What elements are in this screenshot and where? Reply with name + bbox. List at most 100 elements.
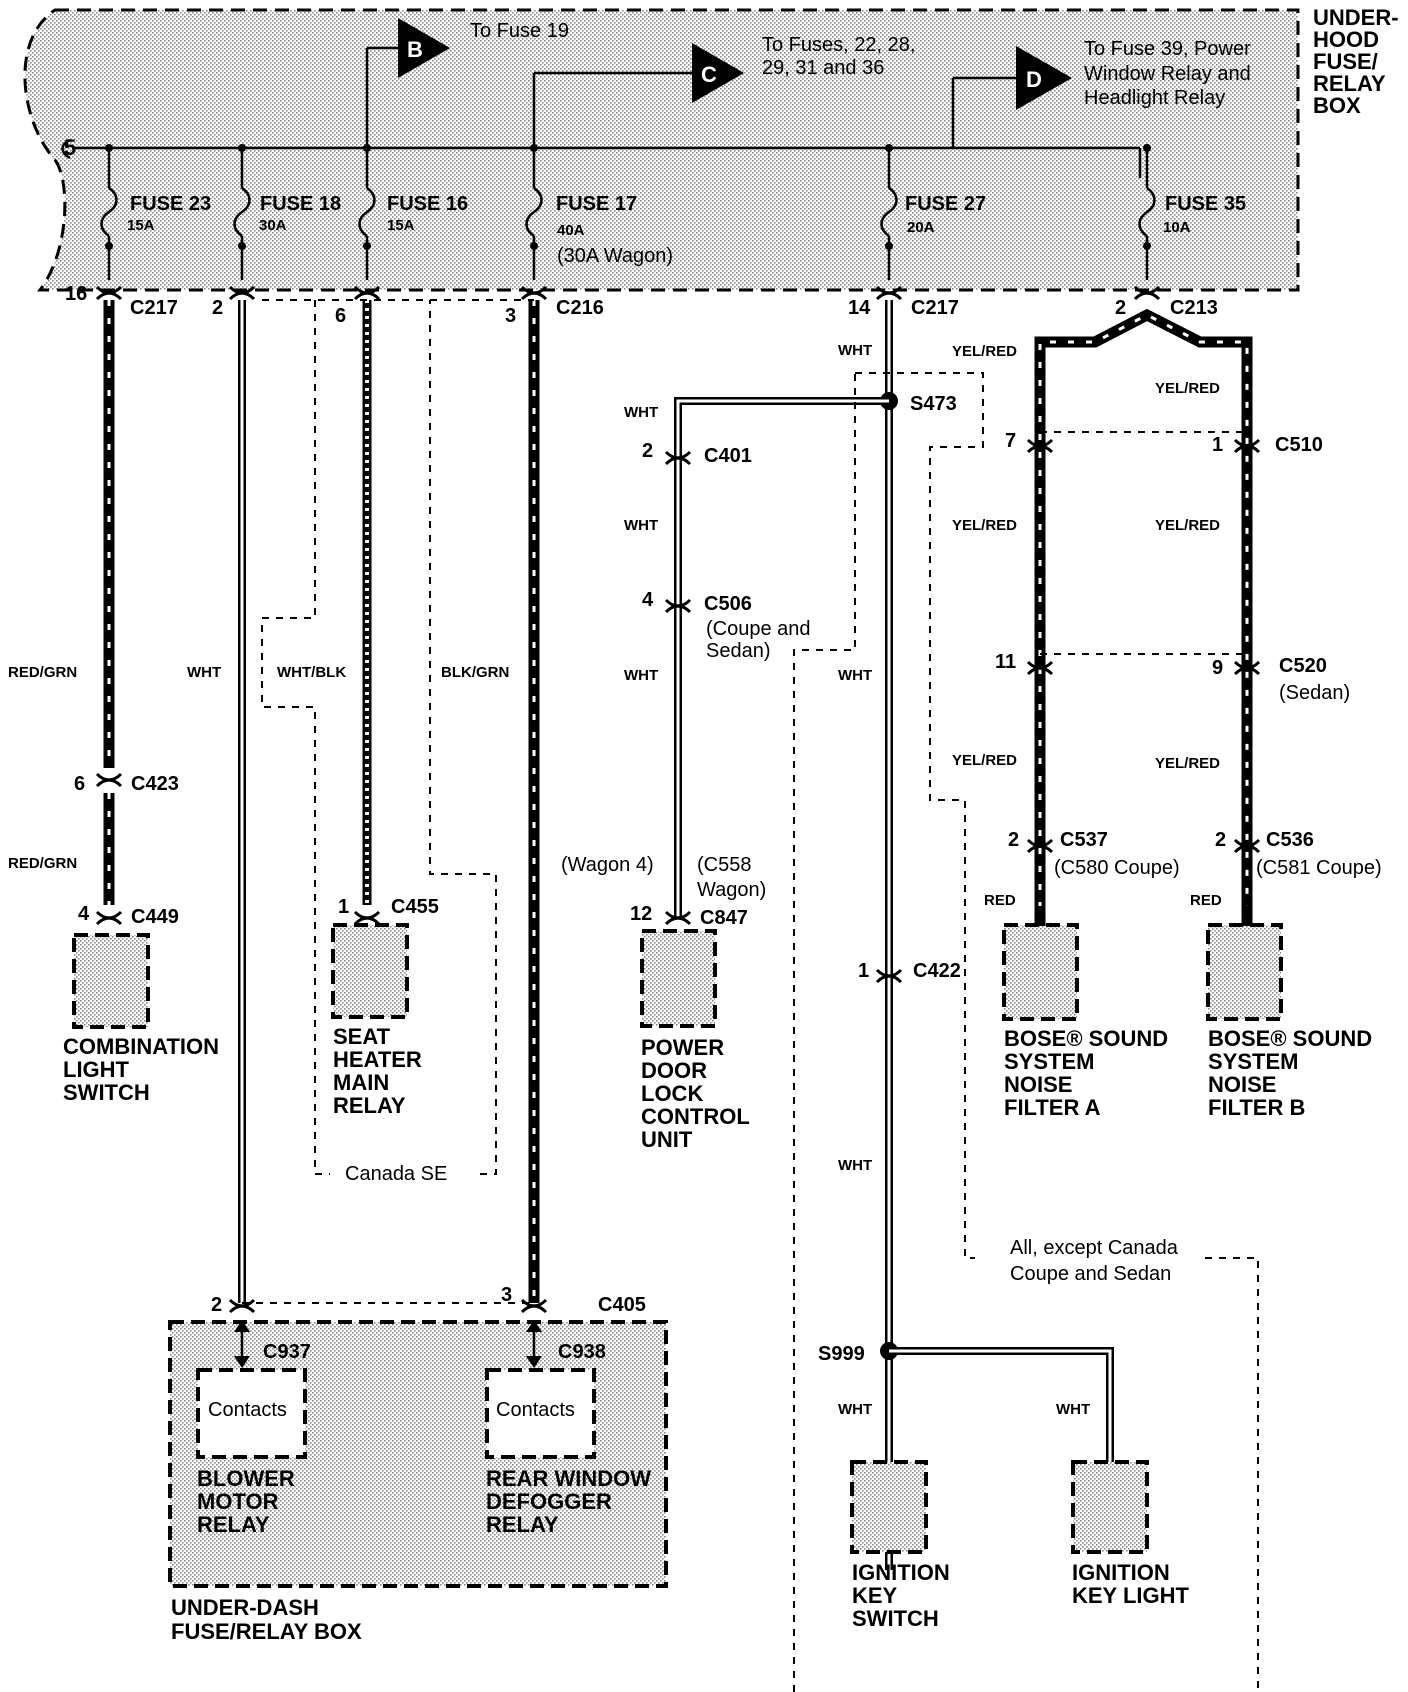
pin-6-c423: 6: [74, 773, 85, 795]
connector-cup-13: [875, 968, 903, 984]
connector-cup-16: [1026, 660, 1054, 676]
fuse-27-label: FUSE 27: [905, 193, 986, 215]
connector-c401: C401: [704, 445, 752, 467]
underhood-fuse-box: [23, 8, 1300, 292]
connector-c217-right: C217: [911, 297, 959, 319]
svg-text:B: B: [407, 37, 423, 62]
connector-cup-10: [664, 450, 692, 466]
fuse-23-rating: 15A: [127, 217, 155, 234]
fuse-symbol-2: [233, 144, 251, 280]
wire-color-wht-5: WHT: [838, 1401, 872, 1418]
wire-color-red-grn-1: RED/GRN: [8, 664, 77, 681]
svg-text:D: D: [1026, 67, 1042, 92]
connector-c455: C455: [391, 896, 439, 918]
wire-color-wht-6: WHT: [624, 404, 658, 421]
connector-cup-20: [228, 1298, 256, 1314]
pin-16: 16: [65, 283, 87, 305]
pin-2-c217: 2: [212, 297, 223, 319]
svg-text:C: C: [701, 62, 717, 87]
wire-color-yel-red-3: YEL/RED: [952, 517, 1017, 534]
connector-cup-12: [664, 910, 692, 926]
fuse-17-rating: 40A: [557, 222, 585, 239]
pin-2-c537: 2: [1008, 829, 1019, 851]
connector-cup-9: [353, 910, 381, 926]
wire-color-wht-4: WHT: [838, 1157, 872, 1174]
connector-c520: C520: [1279, 655, 1327, 677]
splice-s999-label: S999: [818, 1343, 865, 1365]
fuse-symbol-1: [100, 144, 118, 280]
connector-c449: C449: [131, 906, 179, 928]
connector-c520-note: (Sedan): [1279, 682, 1350, 704]
bose-filter-a-box: [1002, 923, 1079, 1021]
pin-11-c520: 11: [995, 651, 1016, 673]
connector-cup-18: [1026, 838, 1054, 854]
connector-cup-17: [1233, 660, 1261, 676]
pin-12-c847: 12: [630, 903, 652, 925]
wire-color-red-1: RED: [984, 892, 1016, 909]
wire-color-red-2: RED: [1190, 892, 1222, 909]
connector-c847: C847: [700, 907, 748, 929]
blower-contacts-box: [196, 1368, 307, 1459]
svg-text:To Fuse 19: To Fuse 19: [470, 20, 569, 42]
connector-c423: C423: [131, 773, 179, 795]
connector-c510: C510: [1275, 434, 1323, 456]
wire-color-blk-grn: BLK/GRN: [441, 664, 509, 681]
wire-color-wht-blk: WHT/BLK: [277, 664, 346, 681]
fuse-group: [100, 144, 1156, 280]
splice-s473-label: S473: [910, 393, 957, 415]
canada-se-region: [261, 300, 497, 1175]
connector-cup-14: [1026, 438, 1054, 454]
svg-text:To Fuses, 22, 28,29, 31 and 36: To Fuses, 22, 28,29, 31 and 36: [762, 34, 915, 79]
connector-c216: C216: [556, 297, 604, 319]
fuse-18-rating: 30A: [259, 217, 287, 234]
c938-arrow: [526, 1320, 542, 1368]
ignition-key-switch-box: [850, 1460, 928, 1554]
fuse-symbol-5: [880, 144, 898, 280]
pin-3-c216: 3: [505, 305, 516, 327]
connector-cup-3: [353, 285, 381, 301]
connector-c937: C937: [263, 1341, 311, 1363]
wire-color-wht-9: WHT: [1056, 1401, 1090, 1418]
fuse-23-label: FUSE 23: [130, 193, 211, 215]
wire-color-yel-red-2: YEL/RED: [1155, 380, 1220, 397]
ignition-key-light-box: [1071, 1460, 1149, 1554]
pin-4-c506: 4: [642, 589, 654, 611]
pin-2-c405: 2: [211, 1294, 222, 1316]
fuse-symbol-4: [525, 144, 543, 280]
seat-heater-relay-box: [331, 923, 409, 1019]
connector-glyphs: [95, 285, 1261, 1314]
pin-2-c213: 2: [1115, 297, 1126, 319]
pin-1-c422: 1: [858, 960, 869, 982]
wire-wht-door-lock: [674, 397, 889, 920]
connector-cup-8: [95, 910, 123, 926]
fuse-symbol-3: [358, 144, 376, 280]
wire-color-wht-8: WHT: [624, 667, 658, 684]
connector-cup-1: [95, 285, 123, 301]
connector-cup-4: [520, 285, 548, 301]
wire-color-yel-red-4: YEL/RED: [1155, 517, 1220, 534]
connector-cup-5: [875, 285, 903, 301]
connector-c938: C938: [558, 1341, 606, 1363]
underhood-box-label: UNDER- HOOD FUSE/ RELAY BOX: [1313, 5, 1405, 118]
wire-color-wht-3: WHT: [838, 667, 872, 684]
fuse-18-label: FUSE 18: [260, 193, 341, 215]
power-door-lock-unit-box: [640, 929, 717, 1028]
bose-filter-b-box: [1206, 923, 1283, 1021]
fuse-16-rating: 15A: [387, 217, 415, 234]
connector-c213: C213: [1170, 297, 1218, 319]
